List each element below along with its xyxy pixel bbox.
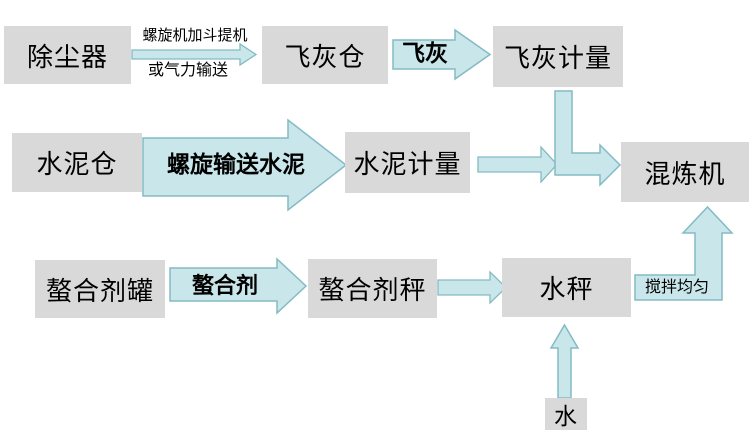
node-chelator-tank: 螯合剂罐: [35, 260, 165, 318]
node-mixer: 混炼机: [621, 142, 749, 202]
edge-label-pneumatic: 或气力输送: [147, 62, 228, 79]
arrow-water-to-water-scale: [549, 323, 580, 399]
node-fly-ash-silo: 飞灰仓: [262, 26, 388, 84]
node-chelator-scale: 螯合剂秤: [308, 259, 437, 318]
node-cement-metering: 水泥计量: [345, 132, 470, 193]
edge-label-fly-ash: 飞灰: [402, 41, 448, 66]
node-water-scale: 水秤: [502, 258, 631, 317]
node-cement-silo: 水泥仓: [12, 133, 142, 192]
edge-label-screw-convey-cement: 螺旋输送水泥: [167, 152, 305, 177]
node-water: 水: [545, 398, 587, 430]
arrow-cement-metering-to-mixer: [477, 145, 558, 184]
node-dust-collector: 除尘器: [4, 26, 131, 84]
arrow-chelator-tank-to-scale: [169, 257, 308, 315]
arrow-water-scale-to-mixer: [634, 205, 734, 301]
edge-label-chelator: 螯合剂: [191, 273, 258, 298]
edge-label-mix-evenly: 搅拌均匀: [644, 279, 709, 296]
arrow-chelator-scale-to-water-scale: [437, 270, 507, 305]
arrow-dust-to-flyash-silo: [131, 42, 258, 67]
arrow-cement-silo-to-metering: [142, 118, 348, 212]
node-fly-ash-metering: 飞灰计量: [493, 26, 623, 87]
arrow-flyash-metering-to-mixer: [554, 90, 622, 187]
edge-label-screw-bucket: 螺旋机加斗提机: [142, 28, 248, 44]
arrow-flyash-silo-to-metering: [392, 28, 492, 81]
